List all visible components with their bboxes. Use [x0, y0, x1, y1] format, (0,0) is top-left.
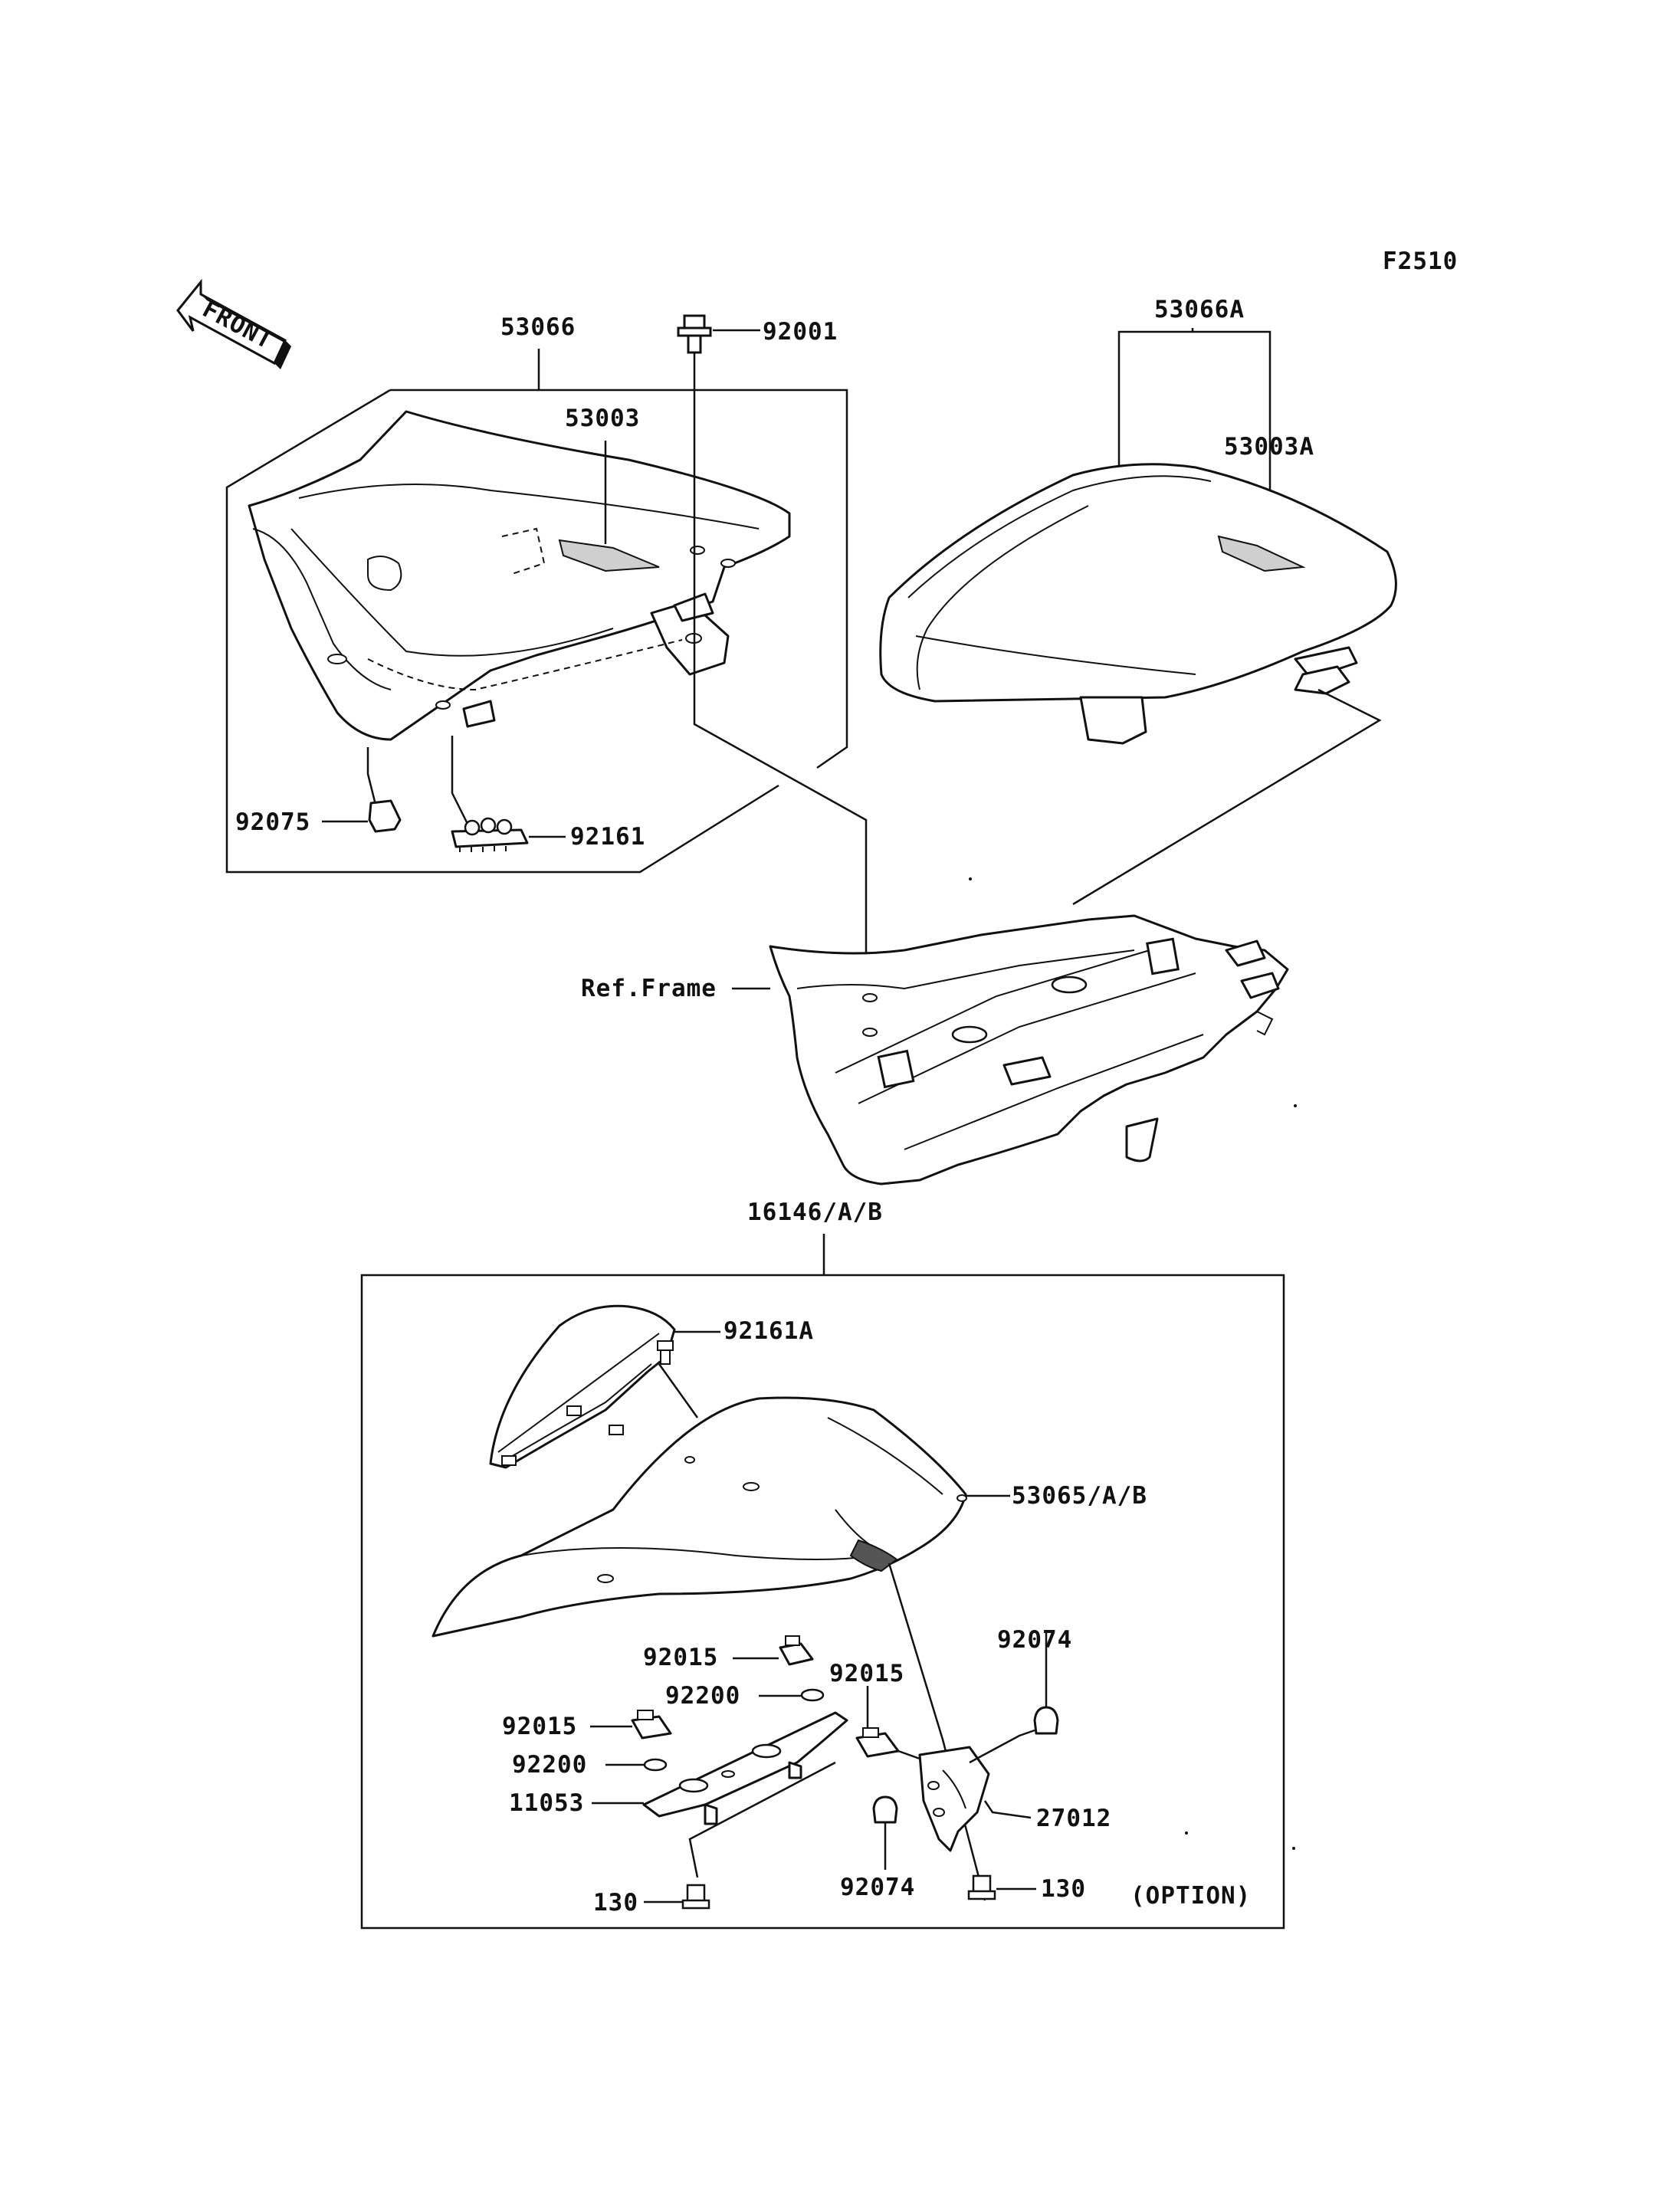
label-53066: 53066	[500, 313, 576, 341]
seat-cover-53065	[431, 1396, 1010, 1901]
label-130-left: 130	[593, 1889, 638, 1917]
pillion-seat-group: 53066A 53003A	[879, 296, 1397, 906]
bracket-11053	[592, 1711, 848, 1878]
washer-92200-b	[605, 1758, 668, 1772]
label-ref-frame: Ref.Frame	[581, 975, 717, 1002]
label-92015-c: 92015	[502, 1713, 577, 1740]
bracket-27012	[897, 1729, 1035, 1852]
label-92015-b: 92015	[829, 1660, 904, 1687]
label-92075: 92075	[235, 808, 310, 836]
label-27012: 27012	[1036, 1805, 1111, 1832]
label-92161A: 92161A	[724, 1317, 814, 1345]
rider-seat-group: 53066 92001 53003 92075 92161	[225, 313, 868, 1012]
cap-92074-bottom	[872, 1795, 898, 1870]
label-53003A: 53003A	[1224, 433, 1314, 461]
rear-frame: Ref.Frame	[581, 914, 1289, 1185]
label-92074-bottom: 92074	[840, 1874, 915, 1901]
washer-92200-a	[759, 1688, 825, 1702]
front-arrow-text: FRONT	[198, 295, 277, 355]
option-seat-cover-group: 16146/A/B 92161A 53065/A/B 92074 92015 9…	[360, 1199, 1285, 1930]
label-92074-top: 92074	[997, 1626, 1072, 1654]
clip-92015-a	[733, 1635, 814, 1666]
clip-92015-b	[855, 1686, 900, 1758]
label-11053: 11053	[509, 1789, 584, 1817]
label-92015-a: 92015	[643, 1644, 718, 1671]
front-direction-arrow-icon: FRONT	[176, 278, 291, 369]
label-16146: 16146/A/B	[747, 1199, 883, 1226]
figure-code: F2510	[1383, 248, 1458, 275]
label-92200-a: 92200	[665, 1682, 740, 1710]
bolt-130-left	[644, 1884, 710, 1910]
bolt-130-right	[967, 1874, 1036, 1900]
label-53066A: 53066A	[1154, 296, 1245, 323]
label-92200-b: 92200	[512, 1751, 587, 1779]
label-option: (OPTION)	[1130, 1882, 1251, 1910]
label-53065: 53065/A/B	[1012, 1482, 1147, 1510]
damper-92161	[451, 817, 566, 852]
cap-92074-top	[1033, 1632, 1059, 1735]
label-92001: 92001	[763, 318, 838, 346]
cushion-92161A	[489, 1304, 720, 1469]
label-53003: 53003	[565, 405, 640, 432]
label-130-right: 130	[1041, 1875, 1086, 1903]
cushion-92075	[322, 799, 402, 833]
bolt-92001	[677, 314, 760, 354]
label-92161: 92161	[570, 823, 645, 851]
clip-92015-c	[590, 1710, 672, 1740]
